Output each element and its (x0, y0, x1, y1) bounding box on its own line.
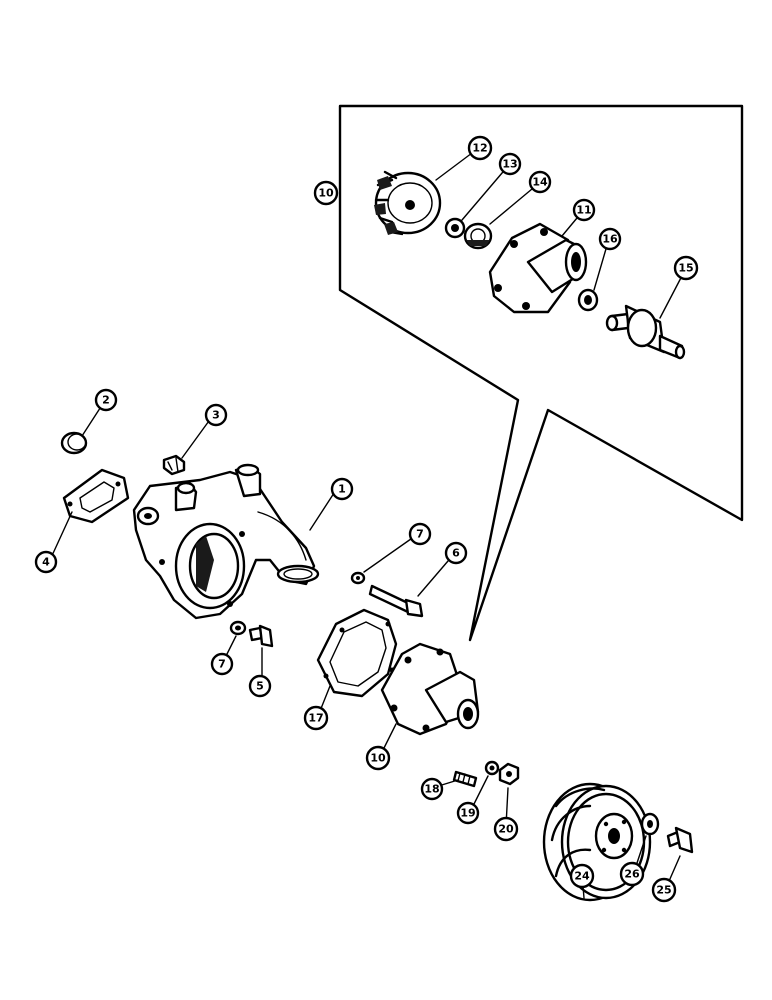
bolt-part (248, 624, 274, 648)
bearing-ring-part (577, 288, 599, 312)
callout-15: 15 (673, 255, 699, 281)
inset-callout-frame (338, 104, 744, 642)
pump-body-assembly-part (380, 642, 480, 736)
plug-part (60, 431, 88, 455)
callout-14-label: 14 (532, 176, 548, 189)
seal-part (463, 222, 493, 250)
fitting-part (162, 454, 186, 476)
stud-part (452, 770, 478, 788)
shaft-bearing-part (605, 304, 686, 360)
callout-15-label: 15 (678, 262, 693, 275)
callout-10-main: 10 (365, 745, 391, 771)
callout-4: 4 (34, 550, 58, 574)
pulley-bolt-part (666, 826, 694, 854)
callout-7-upper-label: 7 (416, 528, 424, 541)
pulley-washer-part (640, 812, 660, 836)
callout-13: 13 (498, 152, 522, 176)
nut-part (498, 762, 520, 786)
callout-17: 17 (303, 705, 329, 731)
callout-19-label: 19 (460, 807, 475, 820)
callout-3: 3 (204, 403, 228, 427)
pump-body-part (488, 222, 588, 314)
callout-16-label: 16 (602, 233, 618, 246)
callout-2-label: 2 (102, 394, 110, 407)
callout-19: 19 (456, 801, 480, 825)
callout-1: 1 (330, 477, 354, 501)
callout-7-upper: 7 (408, 522, 432, 546)
gasket-part (62, 468, 130, 524)
callout-10-main-label: 10 (370, 752, 386, 765)
callout-10-inset-label: 10 (318, 187, 334, 200)
callout-5: 5 (248, 674, 272, 698)
callout-18-label: 18 (424, 783, 439, 796)
callout-3-label: 3 (212, 409, 220, 422)
callout-12: 12 (467, 135, 493, 161)
gasket-ring-part (316, 608, 398, 698)
washer-part (229, 620, 247, 636)
callout-7-lower: 7 (210, 652, 234, 676)
callout-4-label: 4 (42, 556, 50, 569)
callout-7-lower-label: 7 (218, 658, 226, 671)
callout-14: 14 (528, 170, 552, 194)
callout-13-label: 13 (502, 158, 517, 171)
long-bolt-part (368, 584, 424, 618)
callout-12-label: 12 (472, 142, 487, 155)
callout-6: 6 (444, 541, 468, 565)
leader-lines (49, 149, 685, 899)
seal-ring-part (444, 217, 466, 239)
washer-part (350, 571, 366, 585)
pump-housing-part (132, 463, 320, 620)
impeller-part (374, 170, 442, 236)
callout-24-label: 24 (574, 870, 590, 883)
callout-20-label: 20 (498, 823, 514, 836)
callout-11-label: 11 (576, 204, 591, 217)
lock-washer-part (484, 760, 500, 776)
callout-1-label: 1 (338, 483, 346, 496)
callout-24: 24 (569, 863, 595, 889)
callout-2: 2 (94, 388, 118, 412)
callout-20: 20 (493, 816, 519, 842)
callout-26-label: 26 (624, 868, 640, 881)
callout-16: 16 (598, 227, 622, 251)
callout-11: 11 (572, 198, 596, 222)
callout-25-label: 25 (656, 884, 671, 897)
callout-18: 18 (420, 777, 444, 801)
callout-25: 25 (651, 877, 677, 903)
callout-6-label: 6 (452, 547, 460, 560)
callout-5-label: 5 (256, 680, 264, 693)
callout-26: 26 (619, 861, 645, 887)
callout-10-inset: 10 (313, 180, 339, 206)
callout-17-label: 17 (308, 712, 323, 725)
